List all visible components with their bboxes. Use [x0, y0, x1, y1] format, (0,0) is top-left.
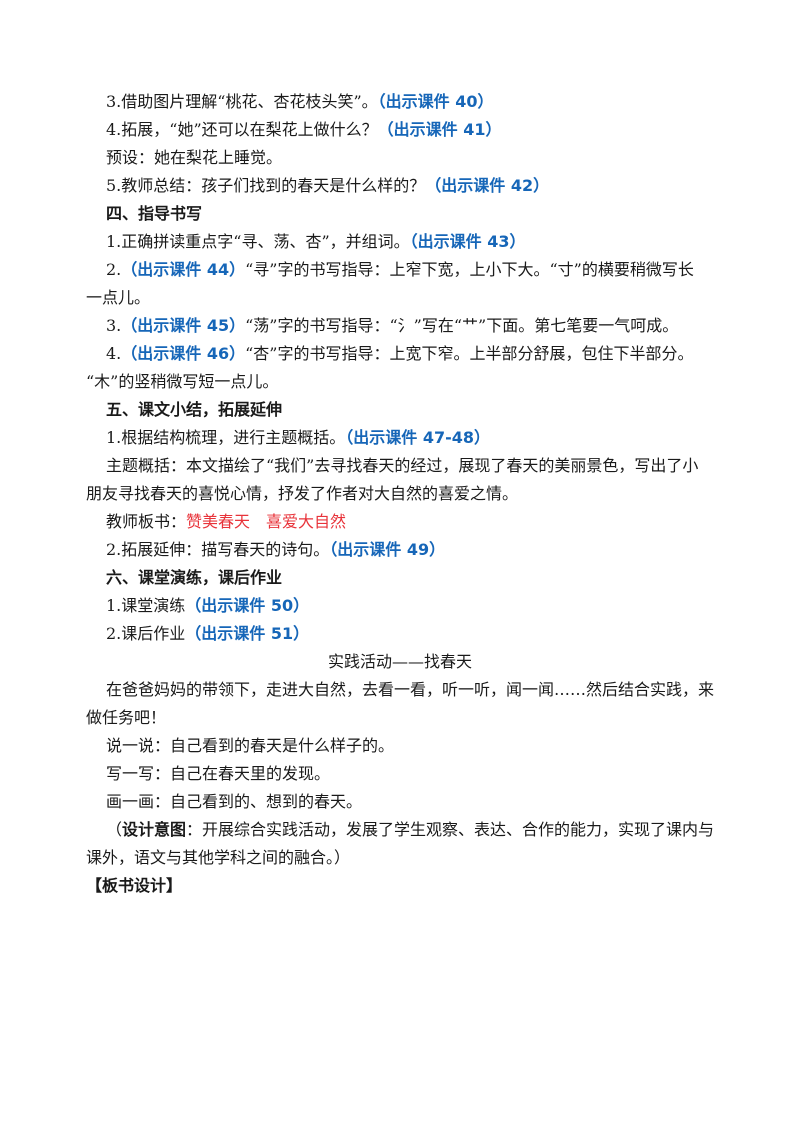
- activity-title: 实践活动——找春天: [327, 652, 472, 671]
- courseware-ref: （出示课件 49）: [329, 540, 446, 559]
- section-heading: 五、课文小结，拓展延伸: [106, 400, 283, 419]
- board-design-heading: 【板书设计】: [86, 876, 183, 895]
- text-line: 2.拓展延伸：描写春天的诗句。（出示课件 49）: [106, 540, 446, 559]
- courseware-ref: （出示课件 50）: [185, 596, 310, 615]
- text-line: 主题概括：本文描绘了“我们”去寻找春天的经过，展现了春天的美丽景色，写出了小: [106, 456, 699, 475]
- board-keyword: 赞美春天: [186, 512, 251, 531]
- courseware-ref: （出示课件 42）: [425, 176, 550, 195]
- text-line: 2.课后作业（出示课件 51）: [106, 624, 310, 643]
- text-line: 1.课堂演练（出示课件 50）: [106, 596, 310, 615]
- text-line: （设计意图：开展综合实践活动，发展了学生观察、表达、合作的能力，实现了课内与: [106, 820, 715, 839]
- text-line: “木”的竖稍微写短一点儿。: [86, 372, 279, 391]
- text-line: 5.教师总结：孩子们找到的春天是什么样的？（出示课件 42）: [106, 176, 550, 195]
- text-line: 一点儿。: [86, 288, 151, 307]
- text-line: 1.根据结构梳理，进行主题概括。（出示课件 47-48）: [106, 428, 491, 447]
- courseware-ref: （出示课件 41）: [377, 120, 502, 139]
- text-line: 1.正确拼读重点字“寻、荡、杏”，并组词。（出示课件 43）: [106, 232, 526, 251]
- text-line: 在爸爸妈妈的带领下，走进大自然，去看一看，听一听，闻一闻……然后结合实践，来: [106, 680, 715, 699]
- text-line: 教师板书：赞美春天喜爱大自然: [106, 512, 347, 531]
- courseware-ref: （出示课件 40）: [377, 92, 494, 111]
- board-keyword: 喜爱大自然: [266, 512, 347, 531]
- section-heading: 六、课堂演练，课后作业: [106, 568, 283, 587]
- text-line: 预设：她在梨花上睡觉。: [106, 148, 283, 167]
- courseware-ref: （出示课件 44）: [121, 260, 246, 279]
- text-line: 朋友寻找春天的喜悦心情，抒发了作者对大自然的喜爱之情。: [86, 484, 519, 503]
- design-intent-label: 设计意图: [122, 820, 187, 839]
- courseware-ref: （出示课件 51）: [185, 624, 310, 643]
- text-line: 4.拓展，“她”还可以在梨花上做什么？（出示课件 41）: [106, 120, 502, 139]
- text-line: 课外，语文与其他学科之间的融合。）: [86, 848, 351, 867]
- text-line: 2.（出示课件 44）“寻”字的书写指导：上窄下宽，上小下大。“寸”的横要稍微写…: [106, 260, 694, 279]
- courseware-ref: （出示课件 47-48）: [345, 428, 491, 447]
- courseware-ref: （出示课件 46）: [121, 344, 246, 363]
- text-line: 做任务吧！: [86, 708, 167, 727]
- text-line: 画一画：自己看到的、想到的春天。: [106, 792, 363, 811]
- courseware-ref: （出示课件 45）: [121, 316, 246, 335]
- text-line: 写一写：自己在春天里的发现。: [106, 764, 331, 783]
- section-heading: 四、指导书写: [106, 204, 203, 223]
- courseware-ref: （出示课件 43）: [409, 232, 526, 251]
- text-line: 说一说：自己看到的春天是什么样子的。: [106, 736, 395, 755]
- text-line: 3.借助图片理解“桃花、杏花枝头笑”。（出示课件 40）: [106, 92, 494, 111]
- text-line: 4.（出示课件 46）“杏”字的书写指导：上宽下窄。上半部分舒展，包住下半部分。: [106, 344, 694, 363]
- text-line: 3.（出示课件 45）“荡”字的书写指导：“氵”写在“艹”下面。第七笔要一气呵成…: [106, 316, 679, 335]
